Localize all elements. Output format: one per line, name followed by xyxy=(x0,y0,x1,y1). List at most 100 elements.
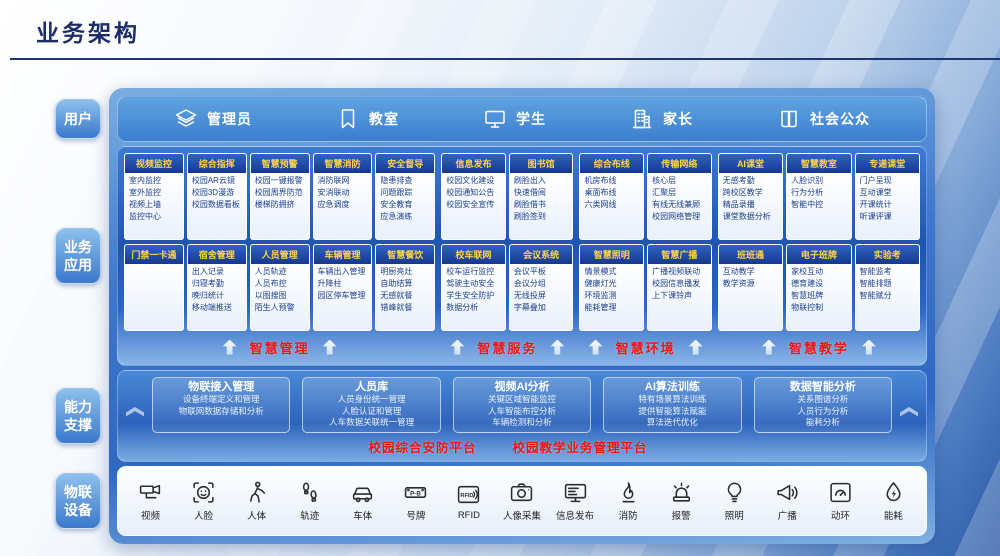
up-arrow-icon xyxy=(861,339,876,355)
capability-item: 物联网数据存储和分析 xyxy=(178,405,264,416)
business-group-items: 人员轨迹人员布控以图搜图陌生人预警 xyxy=(250,264,309,330)
device-item: 能耗 xyxy=(867,480,919,522)
business-group-title: 校车联网 xyxy=(442,245,505,264)
business-group-title: 智慧照明 xyxy=(580,245,644,264)
up-arrow-icon xyxy=(588,339,603,355)
capability-item: 设备终端定义和管理 xyxy=(182,394,260,405)
face-icon xyxy=(191,480,216,505)
row-label-users-text: 用户 xyxy=(64,110,92,127)
capability-item: 能耗分析 xyxy=(805,417,840,428)
device-label: 能耗 xyxy=(883,511,903,522)
platforms-row: 校园综合安防平台校园教学业务管理平台 xyxy=(138,437,878,455)
book-icon xyxy=(777,107,801,131)
row-label-devices-text: 物联设备 xyxy=(64,483,92,518)
business-item: 校园通知公告 xyxy=(446,188,495,198)
business-zone: 视频监控室内监控室外监控视频上墙监控中心综合指挥校园AR云镜校园3D漫游校园数据… xyxy=(124,153,436,359)
business-zone: 信息发布校园文化建设校园通知公告校园安全宣传图书馆刷脸出入快速借阅刷脸借书刷脸签… xyxy=(441,153,574,359)
business-item: 广播视频联动 xyxy=(652,267,701,276)
business-item: 校园周界防范 xyxy=(254,188,303,198)
up-arrow-icon xyxy=(222,339,237,355)
main-panel: 管理员教室学生家长社会公众 视频监控室内监控室外监控视频上墙监控中心综合指挥校园… xyxy=(109,88,935,544)
capability-item: 人员身份统一管理 xyxy=(337,394,406,405)
device-label: 动环 xyxy=(830,511,850,522)
business-group-items: 广播视频联动校园信息播发上下课铃声 xyxy=(648,264,711,330)
user-item: 学生 xyxy=(483,107,546,131)
business-item: 德育建设 xyxy=(791,279,824,289)
business-item: 校园3D漫游 xyxy=(191,188,235,198)
device-label: 消防 xyxy=(618,511,638,522)
page-title: 业务架构 xyxy=(36,20,140,46)
business-group-title: 综合布线 xyxy=(580,154,644,173)
megaphone-icon xyxy=(775,480,800,505)
business-group-title: 安全督导 xyxy=(376,154,435,173)
business-group: 专递课堂门户呈现互动课堂开课统计听课评课 xyxy=(854,153,920,240)
capability-group: 物联接入管理设备终端定义和管理物联网数据存储和分析 xyxy=(152,377,291,433)
up-arrow-icon xyxy=(688,339,703,355)
business-item: 视频上墙 xyxy=(129,200,161,210)
business-item: 安消联动 xyxy=(317,188,350,198)
business-group: 智慧广播广播视频联动校园信息播发上下课铃声 xyxy=(647,244,712,331)
business-group: 安全督导隐患排查问题跟踪安全教育应急演练 xyxy=(375,153,436,240)
business-group: 传输网络核心层汇聚层有线无线兼顾校园网络管理 xyxy=(647,153,712,240)
business-group-items: 无感考勤跨校区教学精品录播课堂数据分析 xyxy=(718,173,783,239)
business-item: 刷脸签到 xyxy=(513,212,546,222)
business-item: 会议平板 xyxy=(513,267,546,276)
page-header: 业务架构 xyxy=(0,0,1000,48)
display-screen-icon xyxy=(563,480,588,505)
business-group: 人员管理人员轨迹人员布控以图搜图陌生人预警 xyxy=(249,244,310,331)
business-item: 跨校区教学 xyxy=(722,188,763,198)
business-item: 数据分析 xyxy=(446,303,479,313)
business-item: 物联控制 xyxy=(791,303,824,313)
user-item: 教室 xyxy=(336,107,399,131)
business-group: 视频监控室内监控室外监控视频上墙监控中心 xyxy=(124,153,184,240)
business-item: 刷脸借书 xyxy=(513,200,546,210)
business-item: 安全教育 xyxy=(380,200,413,210)
user-label: 教室 xyxy=(369,111,399,127)
business-item: 开课统计 xyxy=(859,200,892,210)
device-label: 人像采集 xyxy=(502,511,541,522)
business-group-items: 机房布线桌面布线六类网线 xyxy=(580,173,644,239)
device-item: 广播 xyxy=(761,480,813,522)
device-label: 轨迹 xyxy=(300,511,320,522)
business-item: 校园一键报警 xyxy=(254,176,303,185)
business-item: 刷脸出入 xyxy=(513,176,546,185)
business-item: 行为分析 xyxy=(791,188,824,198)
business-group-items: 室内监控室外监控视频上墙监控中心 xyxy=(125,173,183,239)
business-row-1: 视频监控室内监控室外监控视频上墙监控中心综合指挥校园AR云镜校园3D漫游校园数据… xyxy=(124,153,436,240)
business-item: 智能赋分 xyxy=(859,291,892,301)
device-label: 信息发布 xyxy=(556,511,595,522)
up-chevron-icon xyxy=(126,407,144,417)
device-label: RFID xyxy=(457,509,480,521)
business-group-title: 图书馆 xyxy=(509,154,573,173)
svg-text:RFID: RFID xyxy=(461,492,474,498)
business-item: 以图搜图 xyxy=(254,291,287,301)
business-group-title: 班班通 xyxy=(718,245,783,264)
business-item: 校园安全宣传 xyxy=(446,200,495,210)
business-group: 智慧预警校园一键报警校园周界防范楼梯防拥挤 xyxy=(249,153,310,240)
business-item: 晚归统计 xyxy=(191,291,224,301)
zone-footer: 智慧管理 xyxy=(124,335,435,359)
user-item: 家长 xyxy=(630,107,693,131)
business-item: 人员轨迹 xyxy=(254,267,287,276)
business-item: 车辆出入管理 xyxy=(317,267,366,276)
business-group-title: 门禁一卡通 xyxy=(125,245,183,264)
device-label: 号牌 xyxy=(406,511,426,522)
business-group-title: 智慧消防 xyxy=(313,154,372,173)
capability-group: 视频AI分析关键区域智能监控人车智能布控分析车辆检测和分析 xyxy=(452,377,592,433)
business-group-items: 校园AR云镜校园3D漫游校园数据看板 xyxy=(187,173,246,239)
business-zones: 视频监控室内监控室外监控视频上墙监控中心综合指挥校园AR云镜校园3D漫游校园数据… xyxy=(117,146,927,366)
water-drop-icon xyxy=(881,480,906,505)
business-group: 班班通互动教学教学资源 xyxy=(717,244,784,331)
business-group-items: 隐患排查问题跟踪安全教育应急演练 xyxy=(376,173,435,239)
business-group: 宿舍管理出入记录归寝考勤晚归统计移动端推送 xyxy=(186,244,247,331)
users-bar: 管理员教室学生家长社会公众 xyxy=(117,96,927,142)
business-group-title: 智慧教室 xyxy=(787,154,851,173)
up-arrow-icon xyxy=(450,339,465,355)
business-group-items: 家校互动德育建设智慧班牌物联控制 xyxy=(787,264,851,330)
car-icon xyxy=(350,480,375,505)
business-item: 智慧班牌 xyxy=(791,291,824,301)
business-row-1: 综合布线机房布线桌面布线六类网线传输网络核心层汇聚层有线无线兼顾校园网络管理 xyxy=(579,153,712,240)
device-item: 人脸 xyxy=(178,480,230,522)
capability-group: 人员库人员身份统一管理人脸认证和管理人车数据关联统一管理 xyxy=(302,377,441,433)
business-group: 信息发布校园文化建设校园通知公告校园安全宣传 xyxy=(441,153,506,240)
